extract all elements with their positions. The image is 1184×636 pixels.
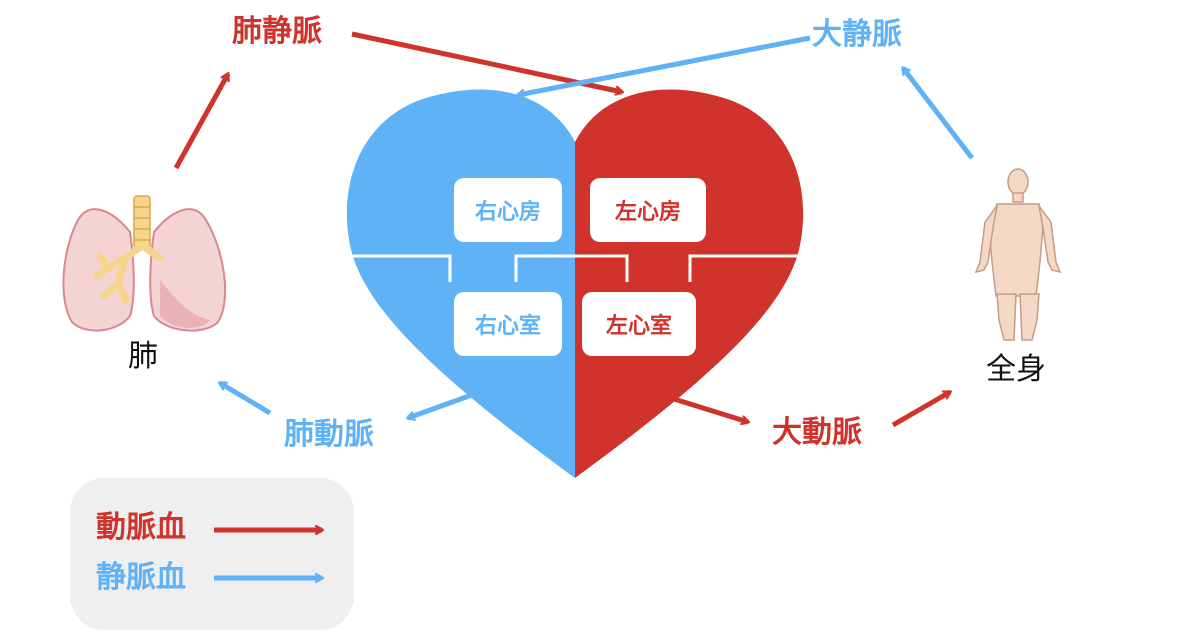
left-atrium-box: 左心房 bbox=[590, 178, 706, 242]
legend-arterial-label: 動脈血 bbox=[96, 510, 186, 545]
pulmonary-artery-label: 肺動脈 bbox=[284, 417, 374, 452]
septum-line bbox=[688, 254, 804, 282]
aorta-label: 大動脈 bbox=[772, 415, 862, 450]
left-ventricle-box: 左心室 bbox=[582, 292, 696, 356]
lungs-icon bbox=[62, 195, 227, 332]
human-body-icon bbox=[974, 168, 1062, 341]
body-to-vena-cava-arrow bbox=[901, 68, 974, 160]
legend-venous-label: 静脈血 bbox=[96, 560, 186, 595]
pulmonary-artery-to-lung-arrow bbox=[220, 380, 272, 416]
septum-line bbox=[346, 254, 452, 282]
aorta-to-body-arrow bbox=[891, 389, 950, 428]
vena-cava-arrow bbox=[518, 35, 811, 95]
legend bbox=[70, 478, 354, 630]
lung-to-pulmonary-vein-arrow bbox=[173, 74, 231, 170]
pulmonary-vein-label: 肺静脈 bbox=[232, 14, 322, 49]
heart-to-aorta-arrow bbox=[657, 391, 748, 422]
heart-to-pulmonary-artery-arrow bbox=[408, 389, 481, 418]
right-ventricle-box: 右心室 bbox=[454, 292, 562, 356]
vena-cava-label: 大静脈 bbox=[812, 17, 902, 52]
right-atrium-box: 右心房 bbox=[454, 178, 562, 242]
body-label: 全身 bbox=[986, 352, 1046, 387]
lung-label: 肺 bbox=[128, 339, 158, 374]
heart-icon bbox=[346, 89, 804, 478]
septum-line bbox=[514, 254, 629, 282]
